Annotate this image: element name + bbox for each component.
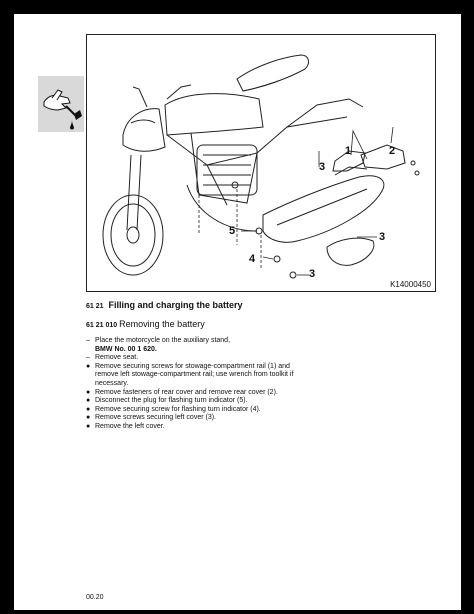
manual-page: 1 2 3 3 3 4 5 K14000450 61 21 Filling and… xyxy=(14,14,461,610)
step-marker: – xyxy=(86,354,90,362)
step-item: ● Remove fasteners of rear cover and remo… xyxy=(86,389,306,398)
step-marker: ● xyxy=(86,397,91,405)
step-text: Place the motorcycle on the auxiliary st… xyxy=(95,337,231,344)
callout-label: 3 xyxy=(379,231,386,243)
step-text: Disconnect the plug for flashing turn in… xyxy=(95,397,248,405)
motorcycle-illustration: 1 2 3 3 3 4 5 K14000450 xyxy=(86,34,436,292)
callout-label: 3 xyxy=(319,161,326,173)
section-heading: 61 21 Filling and charging the battery xyxy=(86,300,243,310)
step-text: Remove seat. xyxy=(95,354,139,362)
page-number: 00.20 xyxy=(86,594,104,601)
step-tool-number: BMW No. 00 1 620. xyxy=(95,345,157,353)
step-item: ● Remove the left cover. xyxy=(86,423,306,432)
step-marker: – xyxy=(86,337,90,344)
step-marker: ● xyxy=(86,362,91,370)
step-item: ● Disconnect the plug for flashing turn i… xyxy=(86,397,306,406)
figure-code: K14000450 xyxy=(390,280,431,289)
step-item: ● Remove securing screw for flashing turn… xyxy=(86,406,306,415)
step-item: ● Remove screws securing left cover (3). xyxy=(86,414,306,423)
step-item: –Place the motorcycle on the auxiliary s… xyxy=(86,337,306,354)
step-text: Remove the left cover. xyxy=(95,422,165,430)
step-marker: ● xyxy=(86,422,91,430)
section-title: Filling and charging the battery xyxy=(108,300,243,310)
step-item: ● Remove securing screws for stowage-comp… xyxy=(86,363,306,389)
callout-label: 5 xyxy=(229,225,236,237)
section-code: 61 21 xyxy=(86,303,104,310)
step-text: Remove securing screws for stowage-compa… xyxy=(95,362,294,387)
sidebar-tab xyxy=(38,76,84,132)
callout-label: 3 xyxy=(309,268,316,280)
step-text: Remove screws securing left cover (3). xyxy=(95,414,216,422)
step-marker: ● xyxy=(86,388,91,396)
callout-label: 2 xyxy=(389,145,396,157)
step-text: Remove fasteners of rear cover and remov… xyxy=(95,388,278,396)
callout-label: 1 xyxy=(345,145,352,157)
step-item: –Remove seat. xyxy=(86,354,306,363)
hand-with-oil-can-icon xyxy=(43,89,82,130)
subsection-title: Removing the battery xyxy=(119,319,205,329)
step-text: Remove securing screw for flashing turn … xyxy=(95,405,261,413)
callout-label: 4 xyxy=(249,253,256,265)
subsection-code: 61 21 010 xyxy=(86,322,118,329)
step-marker: ● xyxy=(86,405,91,413)
step-marker: ● xyxy=(86,414,91,422)
procedure-steps: –Place the motorcycle on the auxiliary s… xyxy=(86,337,306,432)
